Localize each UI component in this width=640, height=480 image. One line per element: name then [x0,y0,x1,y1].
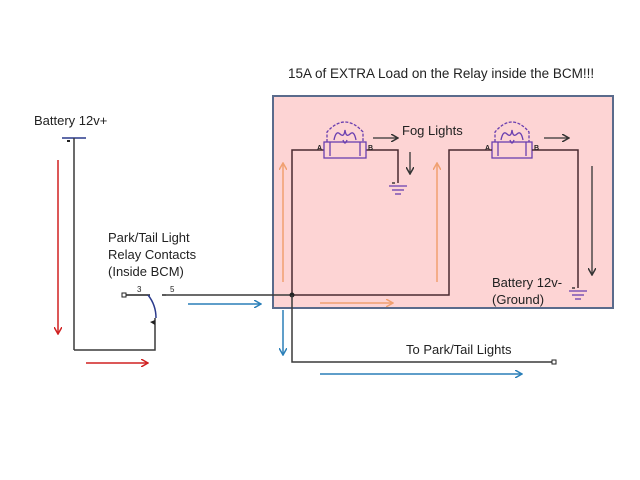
wire-to-park-tail-lights [291,295,552,363]
label-fog-lights: Fog Lights [402,123,463,138]
fog-light-circuit [291,149,579,296]
bcm-highlight-box [272,95,614,309]
bulb-2-pin-a: A [485,145,490,152]
bulb-1-pin-a: A [317,145,322,152]
relay-pin-3: 3 [137,285,142,294]
wire-battery-to-relay [74,318,156,351]
ground-icon-2 [569,287,587,300]
ground-icon-1 [389,182,407,195]
battery-positive-terminal [62,137,86,350]
diagram-title: 15A of EXTRA Load on the Relay inside th… [288,66,595,81]
label-to-park-tail-lights: To Park/Tail Lights [406,342,512,357]
label-relay-contacts: Park/Tail Light Relay Contacts (Inside B… [108,230,197,279]
relay-pin-5: 5 [170,285,175,294]
label-battery-negative: Battery 12v- (Ground) [492,275,563,307]
relay-switch [121,292,292,325]
bulb-1-pin-b: B [368,145,373,152]
fog-light-bulb-1 [323,121,367,159]
terminal-end [551,359,557,365]
label-battery-positive: Battery 12v+ [34,113,108,128]
bulb-2-pin-b: B [534,145,539,152]
